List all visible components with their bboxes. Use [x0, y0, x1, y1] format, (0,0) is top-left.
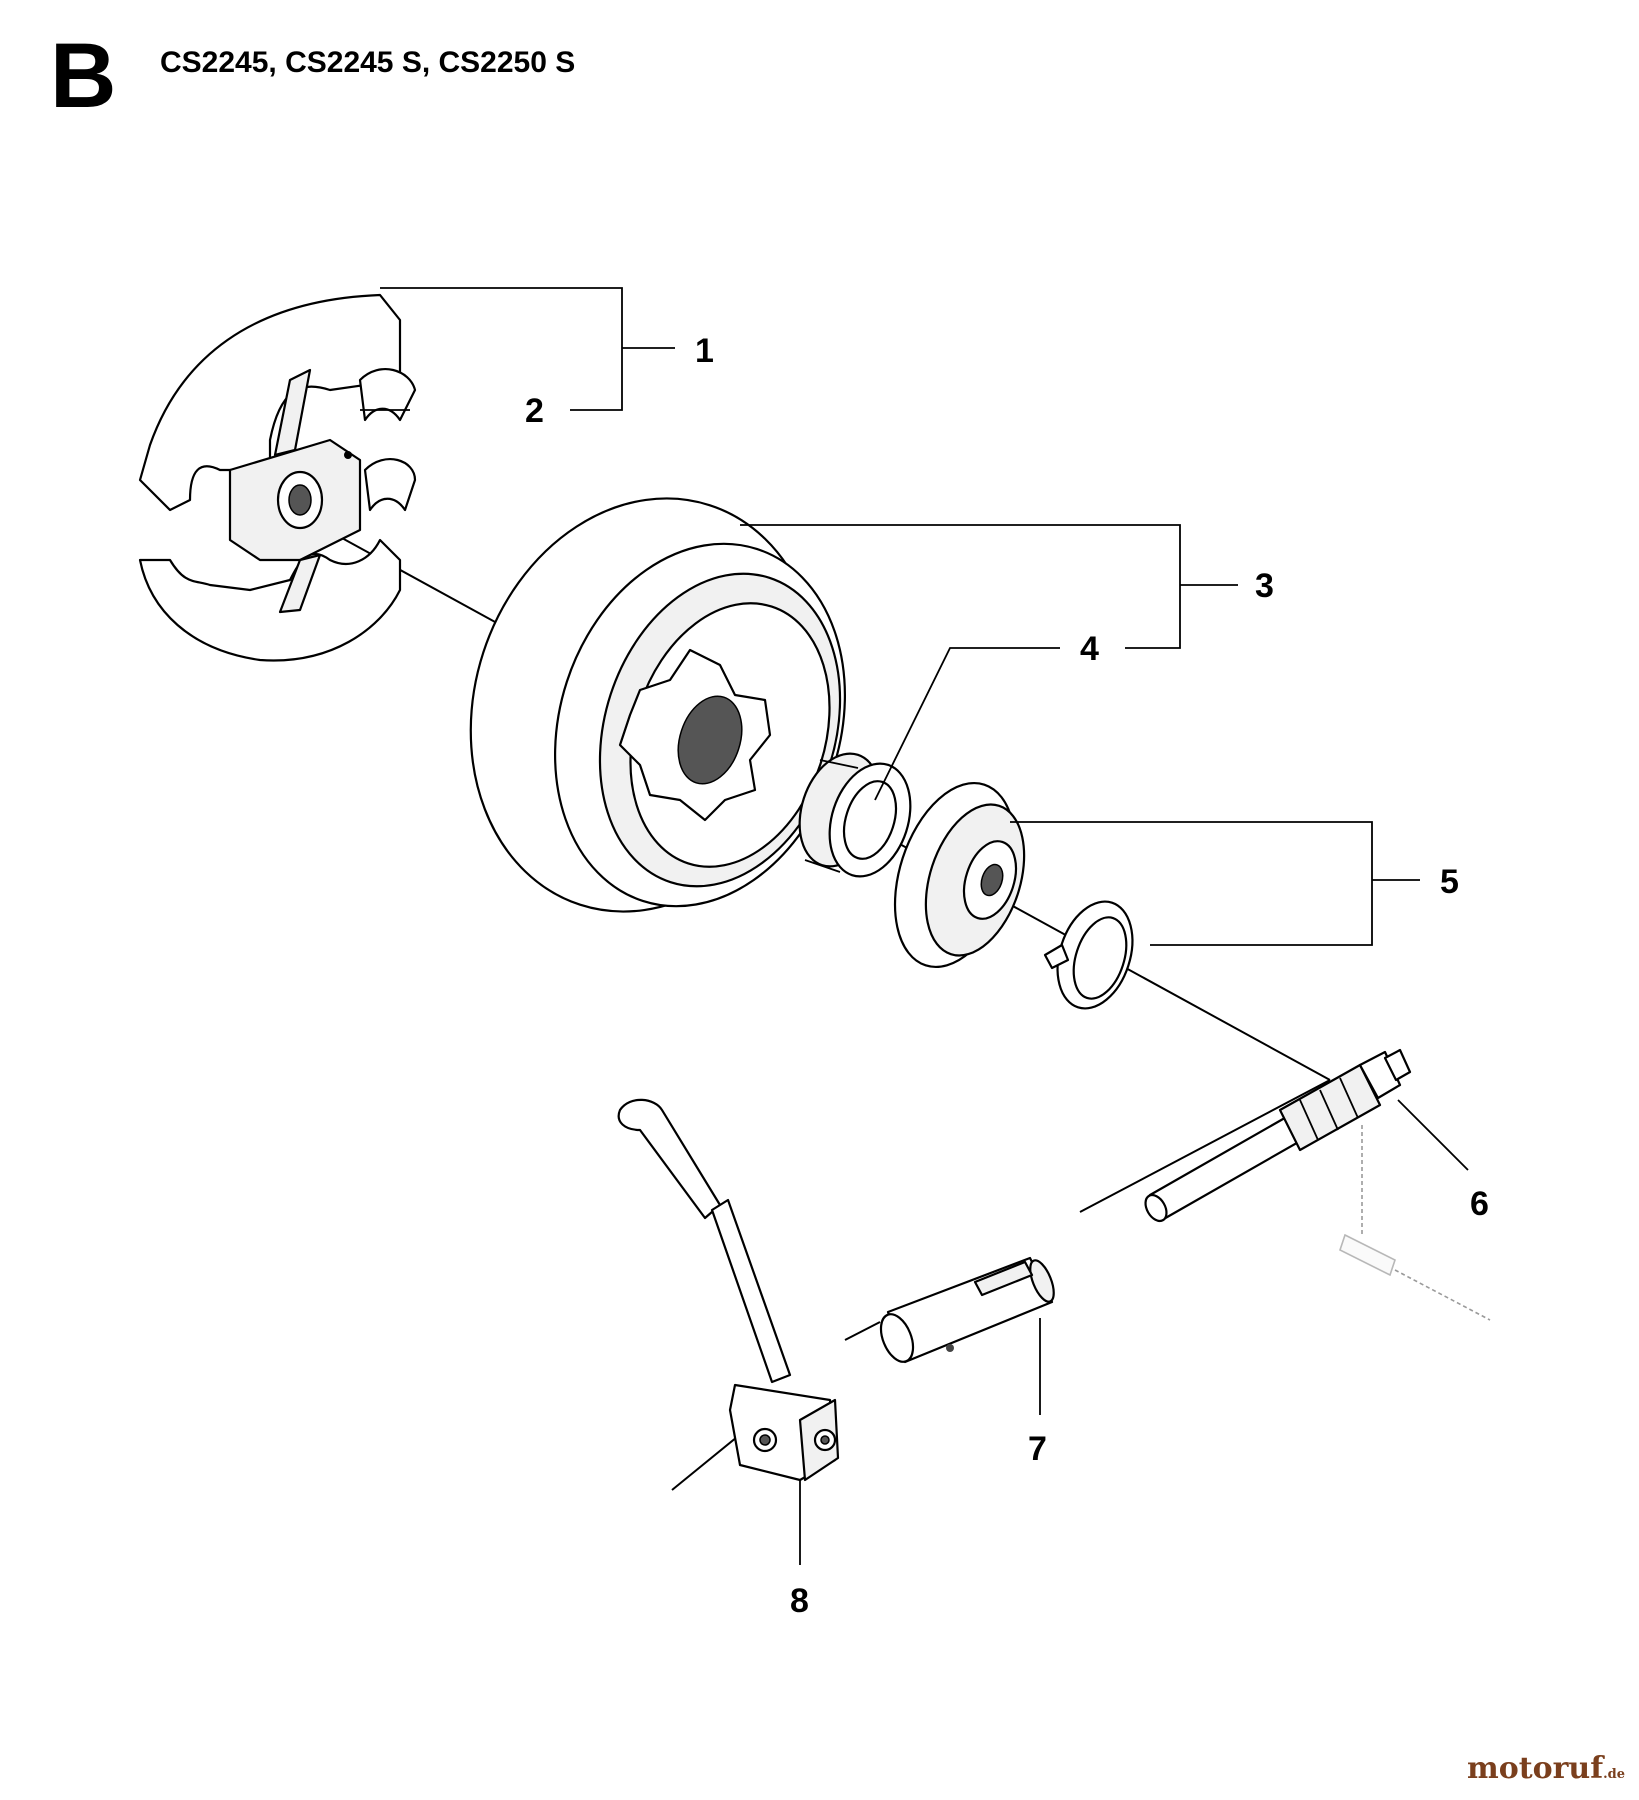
clutch-drum[interactable] — [418, 453, 890, 958]
watermark-logo: motoruf.de — [1467, 1751, 1625, 1786]
callout-2: 2 — [525, 392, 544, 430]
section-letter: B — [50, 25, 117, 127]
watermark-tld: .de — [1603, 1767, 1625, 1782]
shaft-sleeve[interactable] — [875, 1256, 1059, 1366]
callout-3: 3 — [1255, 567, 1274, 605]
callout-labels: 1 2 3 4 5 6 7 8 — [525, 332, 1489, 1620]
callout-4: 4 — [1080, 630, 1099, 668]
clutch-shoes[interactable] — [138, 293, 417, 662]
callout-1: 1 — [695, 332, 714, 370]
callout-leaders — [360, 287, 1469, 1565]
drive-shaft[interactable] — [1141, 1048, 1412, 1225]
model-list: CS2245, CS2245 S, CS2250 S — [160, 46, 576, 79]
clutch-spring[interactable] — [1043, 892, 1146, 1018]
watermark-brand: motoruf — [1466, 1751, 1604, 1786]
callout-7: 7 — [1028, 1430, 1047, 1468]
shaft-pin-ghost — [1339, 1125, 1491, 1321]
needle-bearing[interactable] — [786, 743, 924, 887]
callout-6: 6 — [1470, 1185, 1489, 1223]
drive-washer[interactable] — [873, 768, 1042, 983]
callout-8: 8 — [790, 1582, 809, 1620]
chain-brake-lever[interactable] — [617, 1098, 840, 1482]
callout-5: 5 — [1440, 863, 1459, 901]
